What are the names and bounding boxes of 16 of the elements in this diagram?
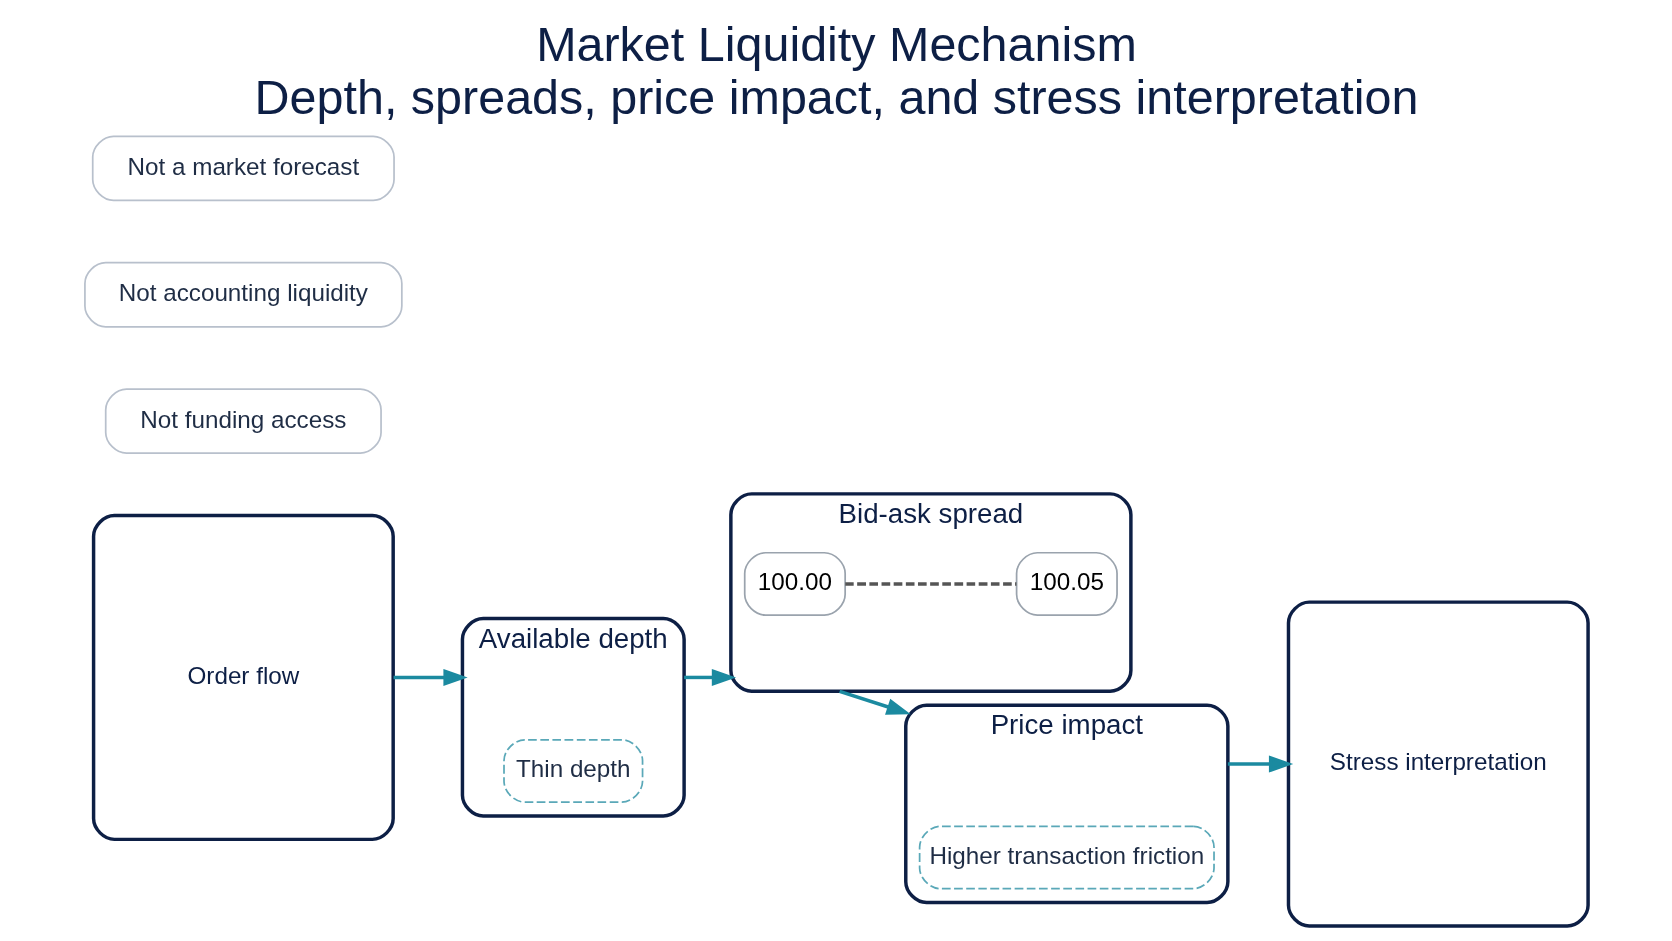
node-box: 100.05 (1015, 551, 1118, 616)
node-box: Not accounting liquidity (83, 261, 403, 328)
arrow (393, 668, 468, 686)
node-box: Stress interpretation (1286, 600, 1590, 928)
node-box: Not funding access (104, 388, 382, 455)
node-box: Not a market forecast (91, 135, 395, 202)
arrow (683, 668, 736, 686)
connector (844, 582, 1016, 586)
caption: Depth, spreads, price impact, and stress interpretation (254, 70, 1418, 125)
node-box: Higher transaction friction (918, 825, 1215, 890)
diagram-title: Market Liquidity Mechanism (535, 16, 1137, 71)
arrow (838, 689, 911, 715)
node-box: 100.00 (743, 551, 846, 616)
node-box: Order flow (91, 513, 395, 842)
node-box: Thin depth (502, 738, 643, 803)
arrow (1227, 755, 1293, 773)
